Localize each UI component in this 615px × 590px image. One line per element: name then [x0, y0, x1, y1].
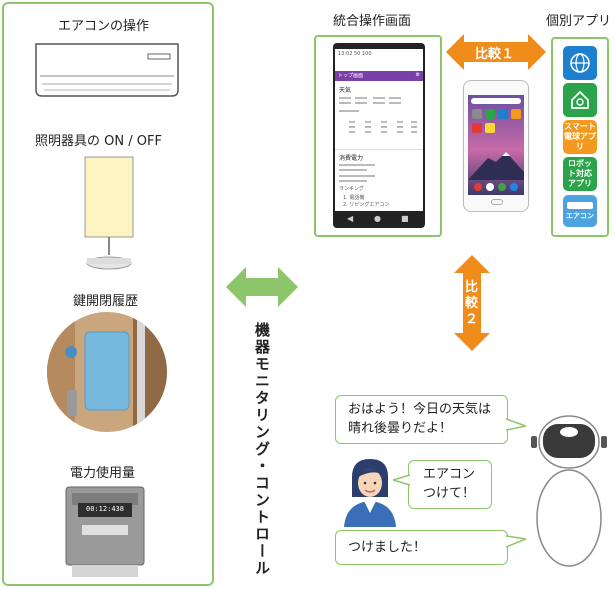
home-button-icon[interactable]: ● [374, 214, 381, 223]
recent-apps-icon[interactable]: ■ [401, 214, 409, 223]
bubble-tail [506, 418, 526, 431]
ranking-item-1: 1. 電話機 [343, 195, 365, 201]
power-summary [339, 164, 375, 182]
phone-android [463, 80, 529, 212]
status-bar: 13:02 50 100 [338, 51, 372, 57]
compare1-arrow-icon [446, 34, 546, 70]
user-line-1: エアコン [423, 467, 476, 482]
dock-icon[interactable] [510, 183, 518, 191]
individual-apps-title: 個別アプリ [546, 14, 612, 29]
air-conditioner-icon [35, 43, 179, 97]
back-icon[interactable]: ◀ [347, 214, 354, 223]
app-tile-icon[interactable] [472, 109, 482, 119]
aircon-app-icon[interactable]: エアコン [563, 195, 597, 227]
android-home-screen [468, 95, 524, 195]
robot-line-2: 晴れ後曇りだよ！ [348, 421, 453, 436]
gear-icon[interactable]: ⚙ [415, 72, 420, 78]
compare2-arrow-icon [454, 255, 490, 351]
lock-label: 鍵開閉履歴 [73, 294, 139, 309]
woman-avatar [344, 459, 396, 527]
monitoring-control-label: 機器モニタリング・コントロール [253, 322, 271, 577]
power-label: 電力使用量 [70, 466, 136, 481]
ranking-title: ランキング [339, 186, 364, 192]
globe-icon[interactable] [563, 46, 597, 80]
phone-integrated: 13:02 50 100 トップ画面 ⚙ 天気 消費電力 ランキング 1. [333, 43, 425, 228]
bulb-app-icon[interactable]: スマート電球アプリ [563, 120, 597, 154]
app-tile-icon[interactable] [485, 123, 495, 133]
app-tile-icon[interactable] [498, 109, 508, 119]
dock-icon[interactable] [498, 183, 506, 191]
robot-icon [531, 415, 607, 567]
door-lock-photo [47, 312, 167, 432]
dock-icon[interactable] [474, 183, 482, 191]
compare1-label: 比較１ [475, 47, 515, 62]
divider [335, 149, 423, 150]
weather-section-title: 天気 [339, 87, 352, 94]
search-bar[interactable] [471, 98, 521, 104]
power-section-title: 消費電力 [339, 155, 364, 162]
header-title: トップ画面 [338, 73, 364, 79]
reply-text: つけました！ [348, 540, 427, 555]
app-header: トップ画面 ⚙ [335, 71, 423, 81]
bubble-tail [393, 474, 410, 486]
lamp-icon [84, 156, 134, 270]
app-tile-icon[interactable] [511, 109, 521, 119]
integrated-screen-title: 統合操作画面 [333, 14, 412, 29]
app-tile-icon[interactable] [485, 109, 495, 119]
weather-table [339, 97, 417, 133]
aircon-label: エアコンの操作 [58, 19, 150, 34]
reply-speech-bubble: つけました！ [335, 530, 508, 565]
bidirectional-arrow-icon [226, 267, 298, 307]
bubble-tail [506, 535, 526, 548]
dock-icon[interactable] [486, 183, 494, 191]
robot-speech-bubble: おはよう！今日の天気は 晴れ後曇りだよ！ [335, 395, 508, 444]
user-speech-bubble: エアコン つけて！ [408, 460, 492, 509]
compare2-label: 比較２ [465, 280, 479, 327]
robot-line-1: おはよう！今日の天気は [348, 402, 492, 417]
home-icon[interactable] [563, 83, 597, 117]
light-label: 照明器具の ON / OFF [35, 134, 162, 149]
meter-display: 00:12:438 [86, 505, 124, 513]
ranking-item-2: 2. リビングエアコン [343, 202, 390, 208]
power-meter-icon [65, 486, 145, 577]
home-key[interactable] [491, 199, 503, 205]
app-tile-icon[interactable] [472, 123, 482, 133]
user-line-2: つけて！ [423, 486, 476, 501]
mountain-wallpaper [468, 152, 524, 180]
robot-app-icon[interactable]: ロボット対応アプリ [563, 157, 597, 191]
phone-screen: 13:02 50 100 トップ画面 ⚙ 天気 消費電力 ランキング 1. [335, 49, 423, 211]
